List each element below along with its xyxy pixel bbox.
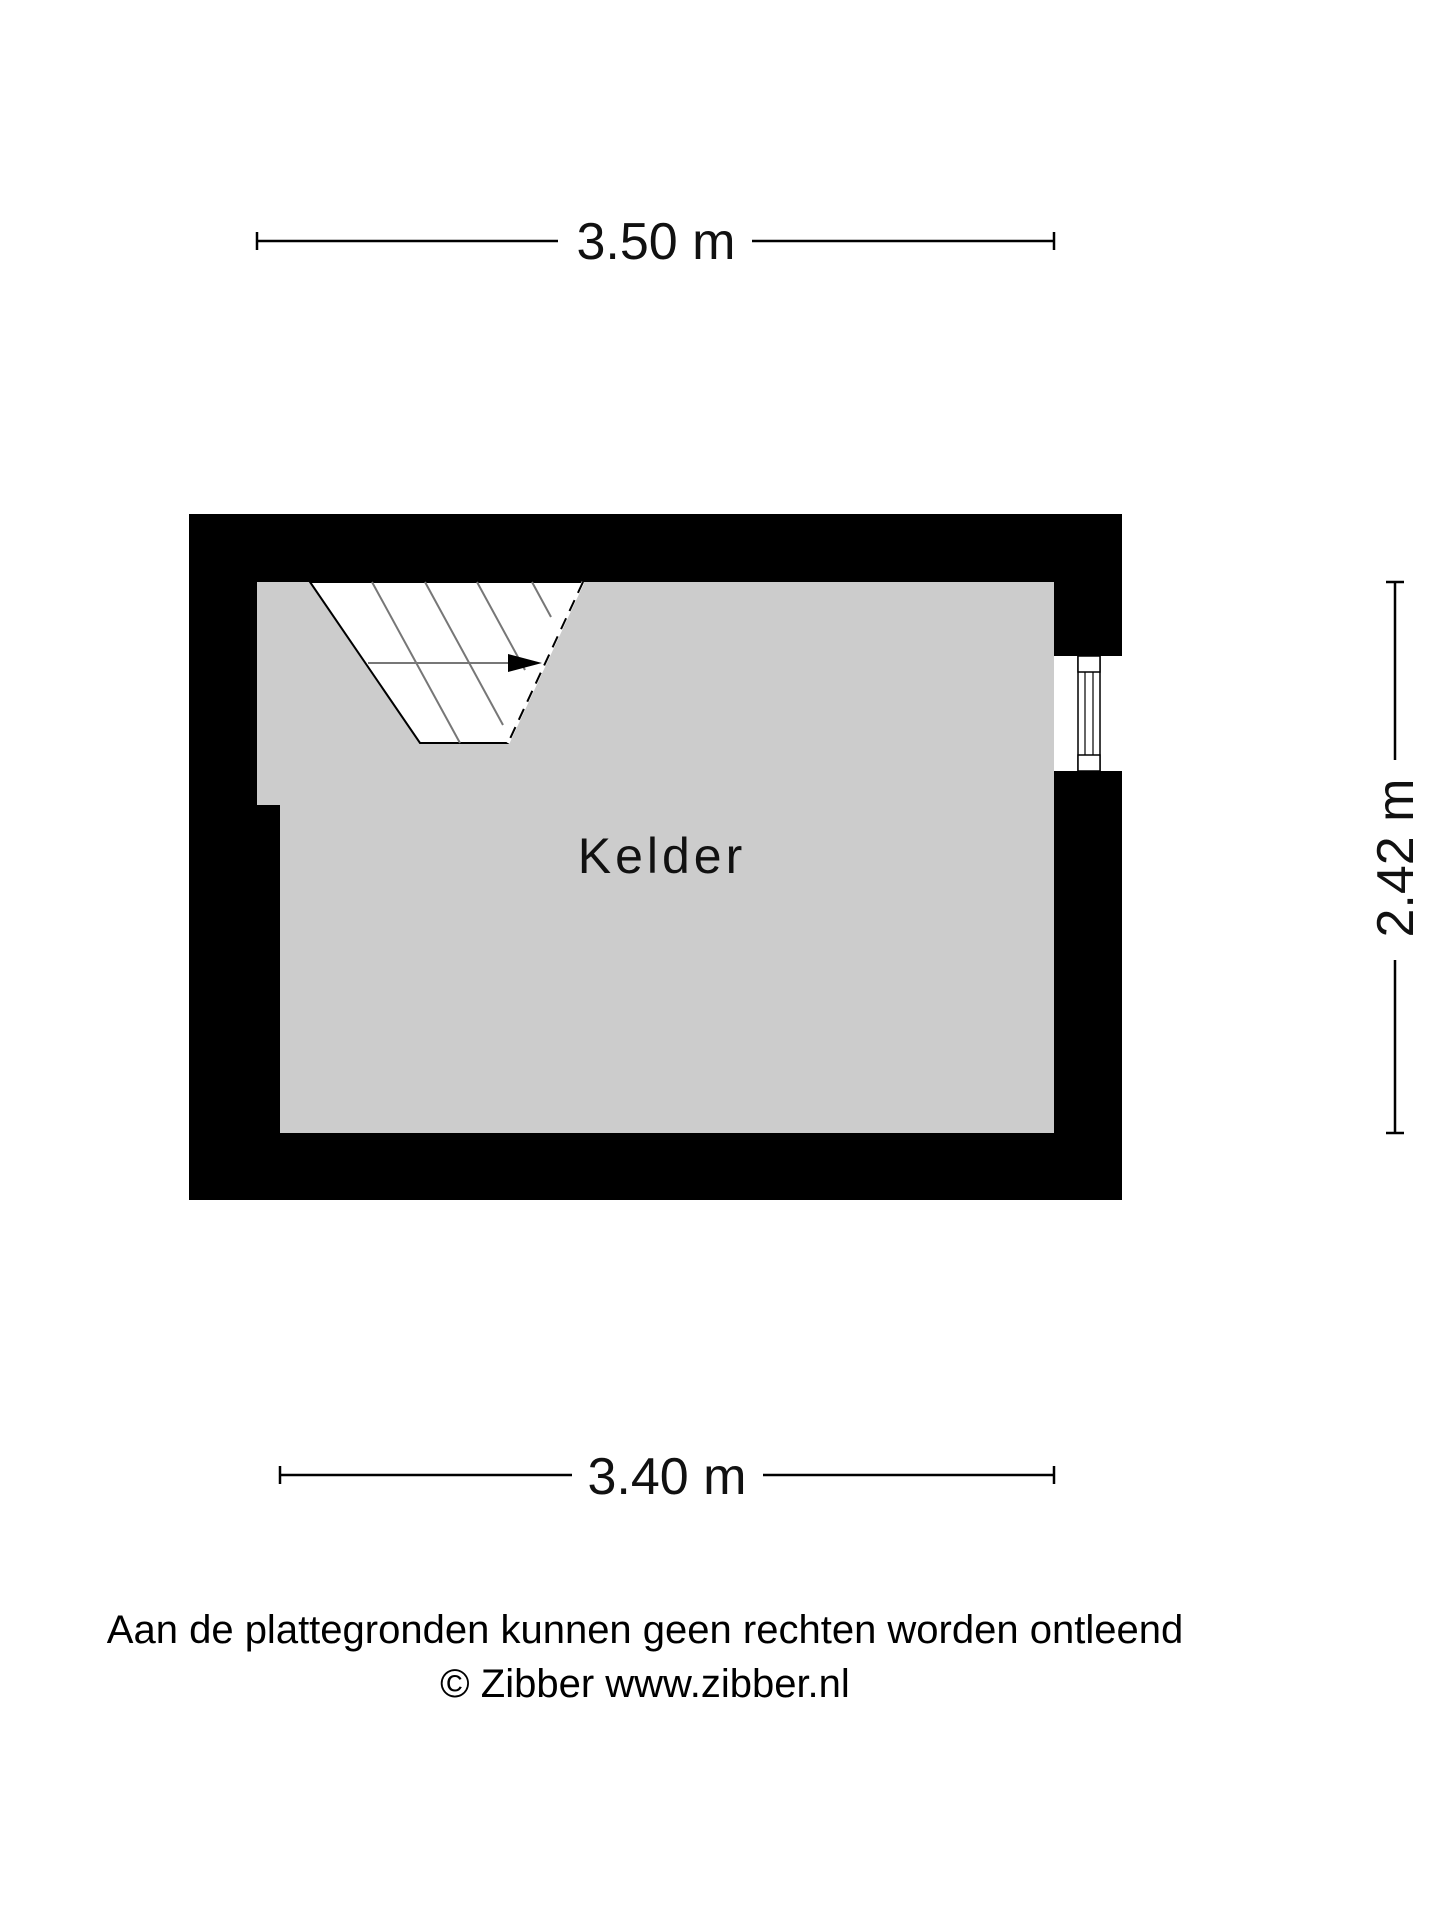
disclaimer-text: Aan de plattegronden kunnen geen rechten… xyxy=(106,1608,1184,1652)
room-label: Kelder xyxy=(578,828,747,884)
top-dimension-label: 3.50 m xyxy=(577,213,736,271)
bottom-dimension-label: 3.40 m xyxy=(588,1448,747,1506)
window-icon xyxy=(1077,655,1101,772)
stair-direction-arrow-icon xyxy=(508,654,542,672)
stairs-icon xyxy=(308,581,585,744)
right-dimension-label: 2.42 m xyxy=(1367,779,1425,938)
bottom-dimension-line xyxy=(278,1466,1056,1484)
right-dimension-line xyxy=(1386,580,1404,1135)
top-dimension-line xyxy=(255,232,1056,250)
copyright-text: © Zibber www.zibber.nl xyxy=(440,1662,850,1706)
